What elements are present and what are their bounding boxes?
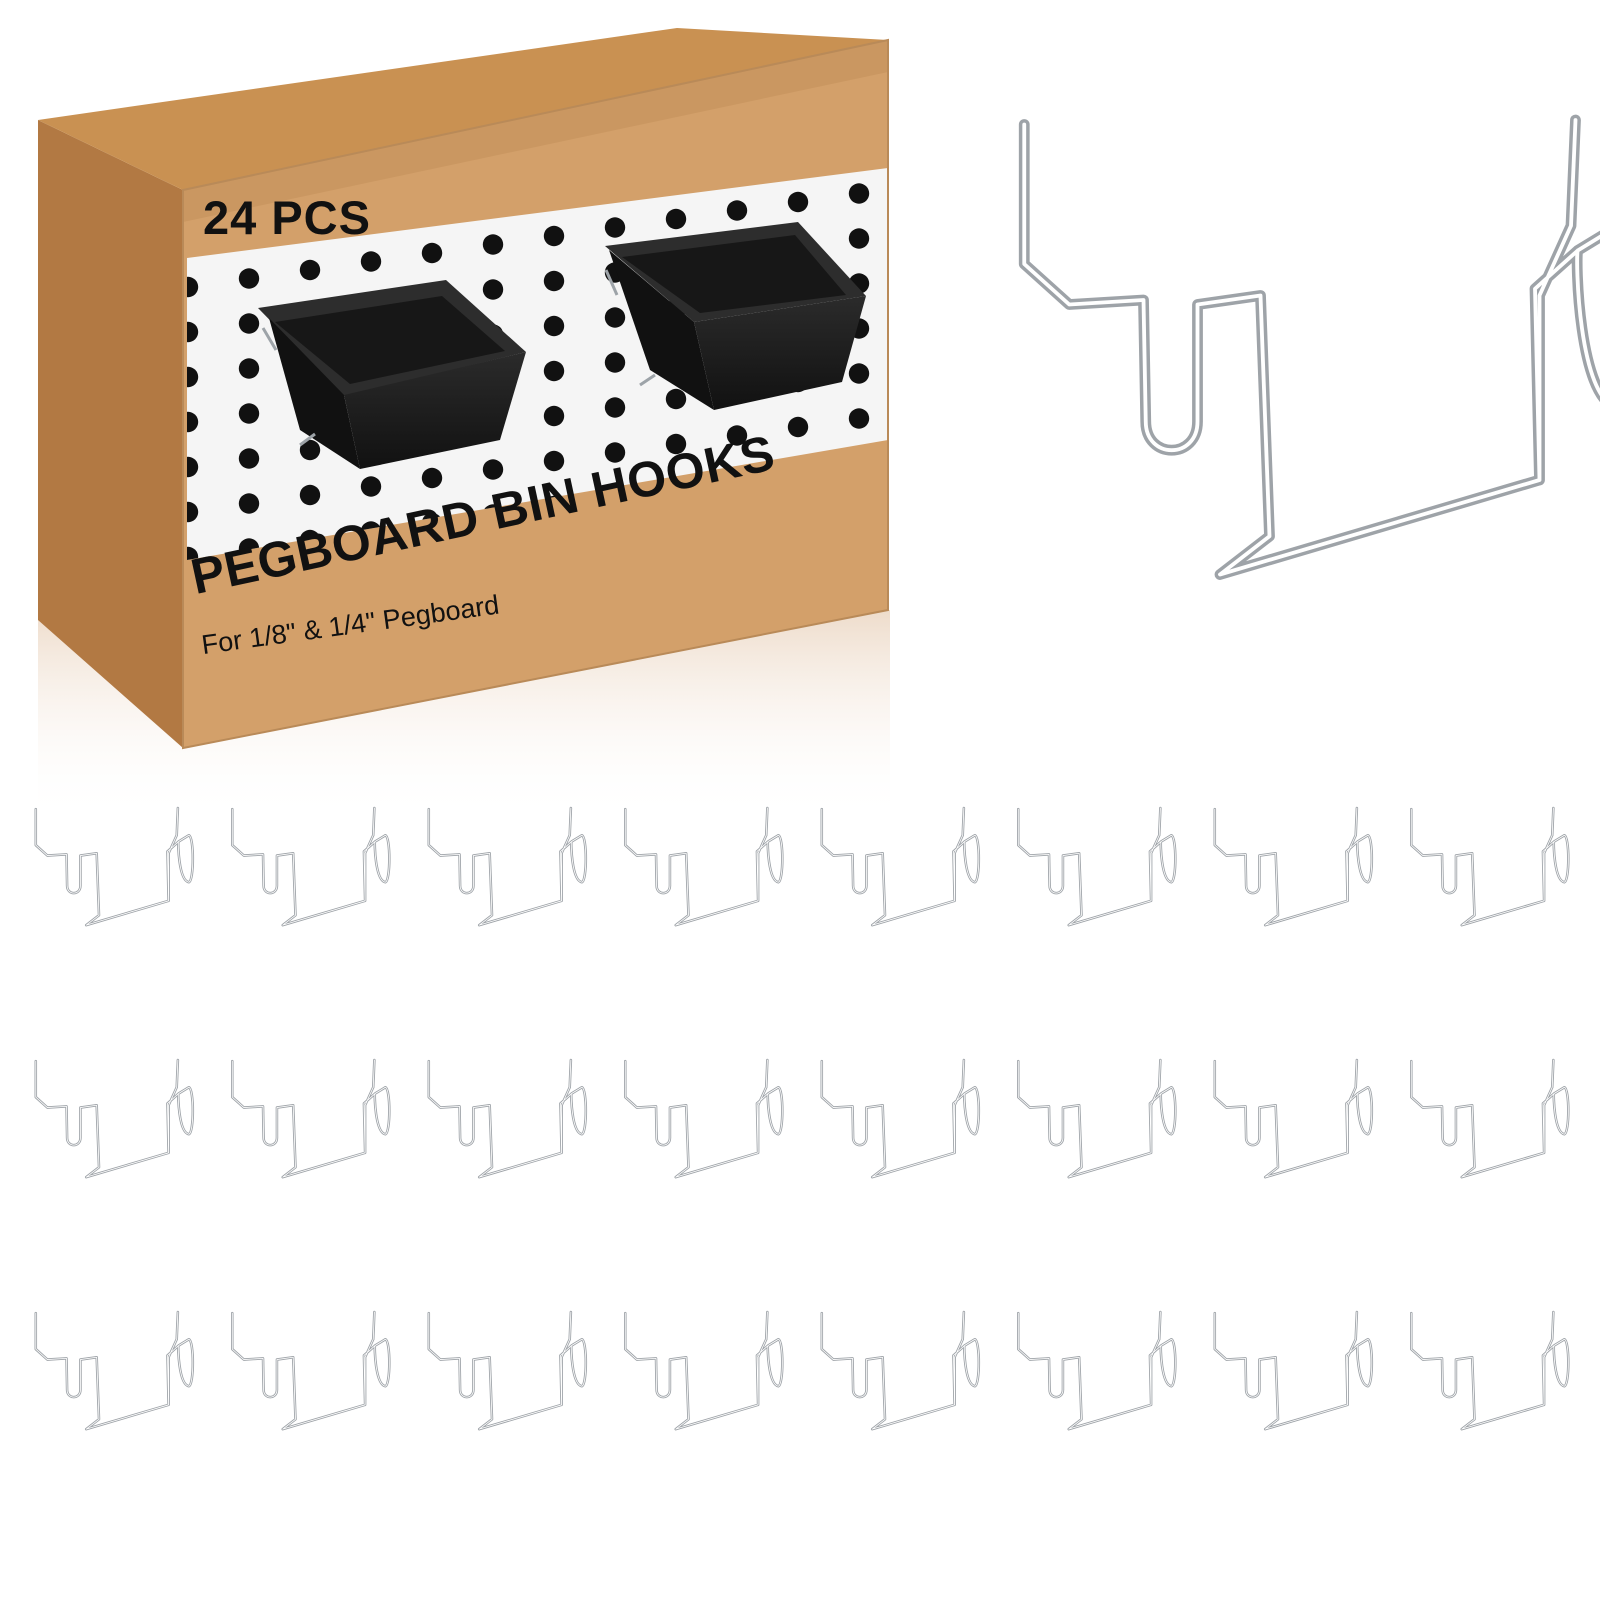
pegboard-hook-icon bbox=[820, 1310, 981, 1431]
pegboard-dot bbox=[187, 276, 199, 298]
pegboard-dot bbox=[604, 442, 626, 463]
pegboard-dot bbox=[482, 459, 504, 480]
pegboard-dot bbox=[665, 388, 687, 410]
pegboard-dot bbox=[238, 313, 260, 334]
pegboard-dot bbox=[910, 220, 920, 240]
pegboard-dot bbox=[238, 403, 260, 424]
pegboard-hook-icon bbox=[1017, 1058, 1177, 1179]
pegboard-dot bbox=[910, 310, 920, 330]
pegboard-dot bbox=[238, 358, 260, 379]
pegboard-dot bbox=[604, 217, 626, 238]
pegboard-dot bbox=[787, 191, 809, 213]
pegboard-dot bbox=[726, 425, 748, 446]
pegboard-dot bbox=[665, 208, 687, 230]
pegboard-dot bbox=[910, 355, 920, 375]
pegboard-hook-icon bbox=[1410, 806, 1570, 927]
pegboard-dot bbox=[665, 433, 687, 455]
pegboard-dot bbox=[848, 363, 870, 384]
pegboard-hook-icon bbox=[820, 1058, 981, 1179]
box-shadow bbox=[38, 610, 890, 820]
pegboard-dot bbox=[187, 501, 199, 523]
pegboard-dot bbox=[238, 268, 260, 289]
pegboard-dot bbox=[848, 183, 870, 204]
pegboard-hook-icon bbox=[624, 1058, 784, 1179]
pegboard-hook-icon bbox=[1213, 1310, 1374, 1431]
pegboard-dot bbox=[238, 493, 260, 514]
pegboard-dot bbox=[726, 200, 748, 221]
box-side-face bbox=[38, 120, 183, 748]
pegboard-dot bbox=[604, 352, 626, 373]
pegboard-hook-icon bbox=[1410, 1058, 1570, 1179]
pegboard-dot bbox=[421, 467, 443, 489]
pegboard-hook-icon bbox=[427, 1310, 588, 1431]
box-top-face bbox=[38, 28, 888, 190]
pegboard-dot bbox=[482, 234, 504, 255]
pegboard-hook-icon bbox=[1410, 1310, 1570, 1431]
pegboard-dot bbox=[299, 484, 321, 506]
pegboard-dot bbox=[187, 366, 199, 388]
cardboard-box-icon bbox=[38, 28, 920, 820]
pegboard-hook-icon bbox=[34, 1310, 195, 1431]
pegboard-dot bbox=[543, 450, 565, 472]
hook-grid bbox=[34, 806, 1570, 1431]
pegboard-dot bbox=[787, 416, 809, 438]
pegboard-dot bbox=[543, 225, 565, 247]
pegboard-dot bbox=[910, 130, 920, 150]
pegboard-dot bbox=[604, 307, 626, 328]
pegboard-dot bbox=[360, 476, 382, 497]
pegboard-hook-icon bbox=[34, 1058, 195, 1179]
pegboard-dot bbox=[543, 270, 565, 292]
pegboard-dot bbox=[848, 408, 870, 429]
pegboard-dot bbox=[543, 405, 565, 427]
pegboard-dot bbox=[910, 175, 920, 195]
pegboard-dot bbox=[910, 445, 920, 465]
pegboard-hook-icon bbox=[231, 1058, 391, 1179]
pegboard-dot bbox=[543, 360, 565, 382]
storage-bin-icon bbox=[604, 222, 866, 410]
pegboard-dot bbox=[848, 228, 870, 249]
pegboard-hook-icon bbox=[1017, 1310, 1177, 1431]
pegboard-dot bbox=[910, 265, 920, 285]
pegboard-dot bbox=[187, 321, 199, 343]
pegboard-dot bbox=[543, 315, 565, 337]
pegboard-dot bbox=[238, 448, 260, 469]
storage-bin-icon bbox=[258, 280, 526, 469]
pegboard-dot bbox=[421, 242, 443, 264]
pegboard-dot bbox=[482, 279, 504, 300]
product-count-label: 24 PCS bbox=[203, 191, 371, 244]
pegboard-dot bbox=[910, 490, 920, 510]
pegboard-hook-icon bbox=[1213, 1058, 1374, 1179]
pegboard-hook-icon bbox=[231, 806, 391, 927]
pegboard-hook-icon bbox=[34, 806, 195, 927]
pegboard-dot bbox=[299, 439, 321, 461]
pegboard-dot bbox=[187, 456, 199, 478]
hook-large-icon bbox=[1024, 120, 1600, 575]
pegboard-dot bbox=[910, 400, 920, 420]
pegboard-dot bbox=[187, 411, 199, 433]
pegboard-hook-icon bbox=[427, 806, 588, 927]
pegboard-hook-icon bbox=[231, 1310, 391, 1431]
pegboard-dot bbox=[360, 251, 382, 272]
pegboard-hook-icon bbox=[624, 806, 784, 927]
pegboard-hook-icon bbox=[820, 806, 981, 927]
pegboard-dot bbox=[604, 397, 626, 418]
pegboard-hook-icon bbox=[1213, 806, 1374, 927]
pegboard-dot bbox=[299, 259, 321, 281]
pegboard-hook-icon bbox=[1017, 806, 1177, 927]
pegboard-dot bbox=[187, 546, 199, 560]
pegboard-hook-icon bbox=[624, 1310, 784, 1431]
pegboard-hook-icon bbox=[427, 1058, 588, 1179]
